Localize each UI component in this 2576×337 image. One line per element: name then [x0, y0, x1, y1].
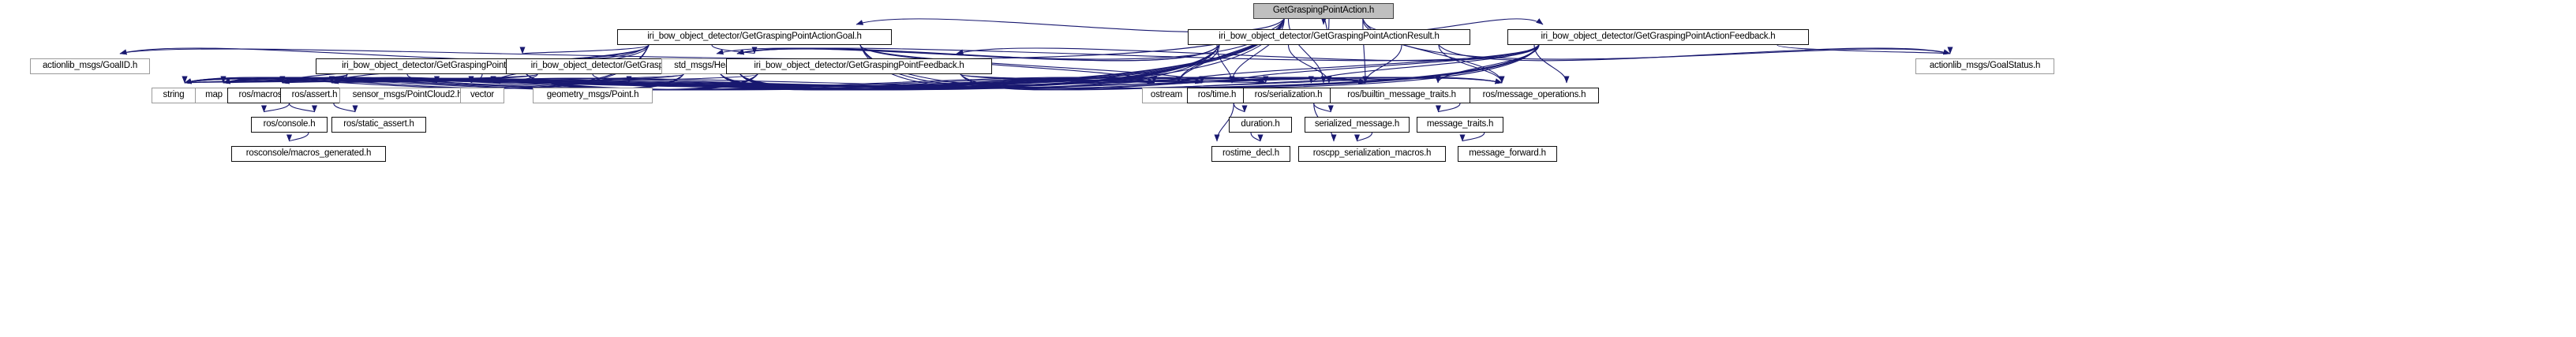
node-label: roscpp_serialization_macros.h — [1312, 148, 1432, 159]
graph-node[interactable]: serialized_message.h — [1305, 117, 1410, 133]
graph-node[interactable]: ros/builtin_message_traits.h — [1330, 88, 1473, 103]
node-label: message_forward.h — [1469, 148, 1546, 159]
node-label: map — [205, 90, 223, 100]
graph-node[interactable]: actionlib_msgs/GoalID.h — [30, 58, 150, 74]
node-label: geometry_msgs/Point.h — [546, 90, 639, 100]
graph-node[interactable]: message_forward.h — [1458, 146, 1557, 162]
graph-node[interactable]: vector — [460, 88, 504, 103]
node-label: ros/time.h — [1197, 90, 1237, 100]
graph-node[interactable]: ros/message_operations.h — [1470, 88, 1599, 103]
graph-node[interactable]: ros/serialization.h — [1243, 88, 1334, 103]
node-label: ostream — [1150, 90, 1183, 100]
node-label: ros/static_assert.h — [343, 119, 414, 129]
graph-node[interactable]: duration.h — [1229, 117, 1292, 133]
node-label: iri_bow_object_detector/GetGraspingPoint… — [1219, 32, 1440, 42]
node-label: iri_bow_object_detector/GetGraspingPoint… — [1541, 32, 1776, 42]
node-label: ros/builtin_message_traits.h — [1347, 90, 1456, 100]
graph-node[interactable]: ros/static_assert.h — [331, 117, 426, 133]
graph-node[interactable]: iri_bow_object_detector/GetGraspingPoint… — [726, 58, 992, 74]
graph-node[interactable]: ostream — [1142, 88, 1191, 103]
graph-node[interactable]: string — [152, 88, 196, 103]
node-label: iri_bow_object_detector/GetGraspingPoint… — [647, 32, 862, 42]
node-label: string — [163, 90, 185, 100]
graph-node[interactable]: iri_bow_object_detector/GetGraspingPoint… — [617, 29, 892, 45]
node-label: rosconsole/macros_generated.h — [245, 148, 372, 159]
node-label: std_msgs/Header.h — [674, 61, 750, 71]
node-label: ros/message_operations.h — [1482, 90, 1586, 100]
node-label: serialized_message.h — [1314, 119, 1400, 129]
node-label: actionlib_msgs/GoalStatus.h — [1929, 61, 2041, 71]
node-label: message_traits.h — [1426, 119, 1494, 129]
graph-node[interactable]: actionlib_msgs/GoalStatus.h — [1915, 58, 2054, 74]
node-label: iri_bow_object_detector/GetGraspingPoint… — [530, 61, 728, 71]
node-label: rostime_decl.h — [1222, 148, 1279, 159]
graph-node[interactable]: rosconsole/macros_generated.h — [231, 146, 386, 162]
graph-node[interactable]: geometry_msgs/Point.h — [533, 88, 653, 103]
graph-node[interactable]: roscpp_serialization_macros.h — [1298, 146, 1446, 162]
node-label: vector — [470, 90, 495, 100]
node-label: ros/macros.h — [238, 90, 290, 100]
graph-node[interactable]: iri_bow_object_detector/GetGraspingPoint… — [1507, 29, 1809, 45]
node-label: duration.h — [1241, 119, 1280, 129]
graph-node[interactable]: ros/time.h — [1187, 88, 1247, 103]
graph-node[interactable]: iri_bow_object_detector/GetGraspingPoint… — [1188, 29, 1470, 45]
node-label: ros/console.h — [263, 119, 316, 129]
node-label: GetGraspingPointAction.h — [1272, 6, 1375, 16]
graph-node[interactable]: sensor_msgs/PointCloud2.h — [339, 88, 475, 103]
graph-node[interactable]: ros/assert.h — [280, 88, 349, 103]
graph-root-node[interactable]: GetGraspingPointAction.h — [1253, 3, 1394, 19]
graph-node[interactable]: iri_bow_object_detector/GetGraspingPoint… — [316, 58, 558, 74]
graph-node[interactable]: message_traits.h — [1417, 117, 1503, 133]
node-label: actionlib_msgs/GoalID.h — [42, 61, 138, 71]
node-label: sensor_msgs/PointCloud2.h — [352, 90, 462, 100]
graph-node[interactable]: ros/console.h — [251, 117, 328, 133]
node-label: ros/assert.h — [291, 90, 338, 100]
node-label: ros/serialization.h — [1254, 90, 1323, 100]
node-label: iri_bow_object_detector/GetGraspingPoint… — [754, 61, 964, 71]
graph-node[interactable]: rostime_decl.h — [1211, 146, 1290, 162]
node-label: iri_bow_object_detector/GetGraspingPoint… — [342, 61, 532, 71]
